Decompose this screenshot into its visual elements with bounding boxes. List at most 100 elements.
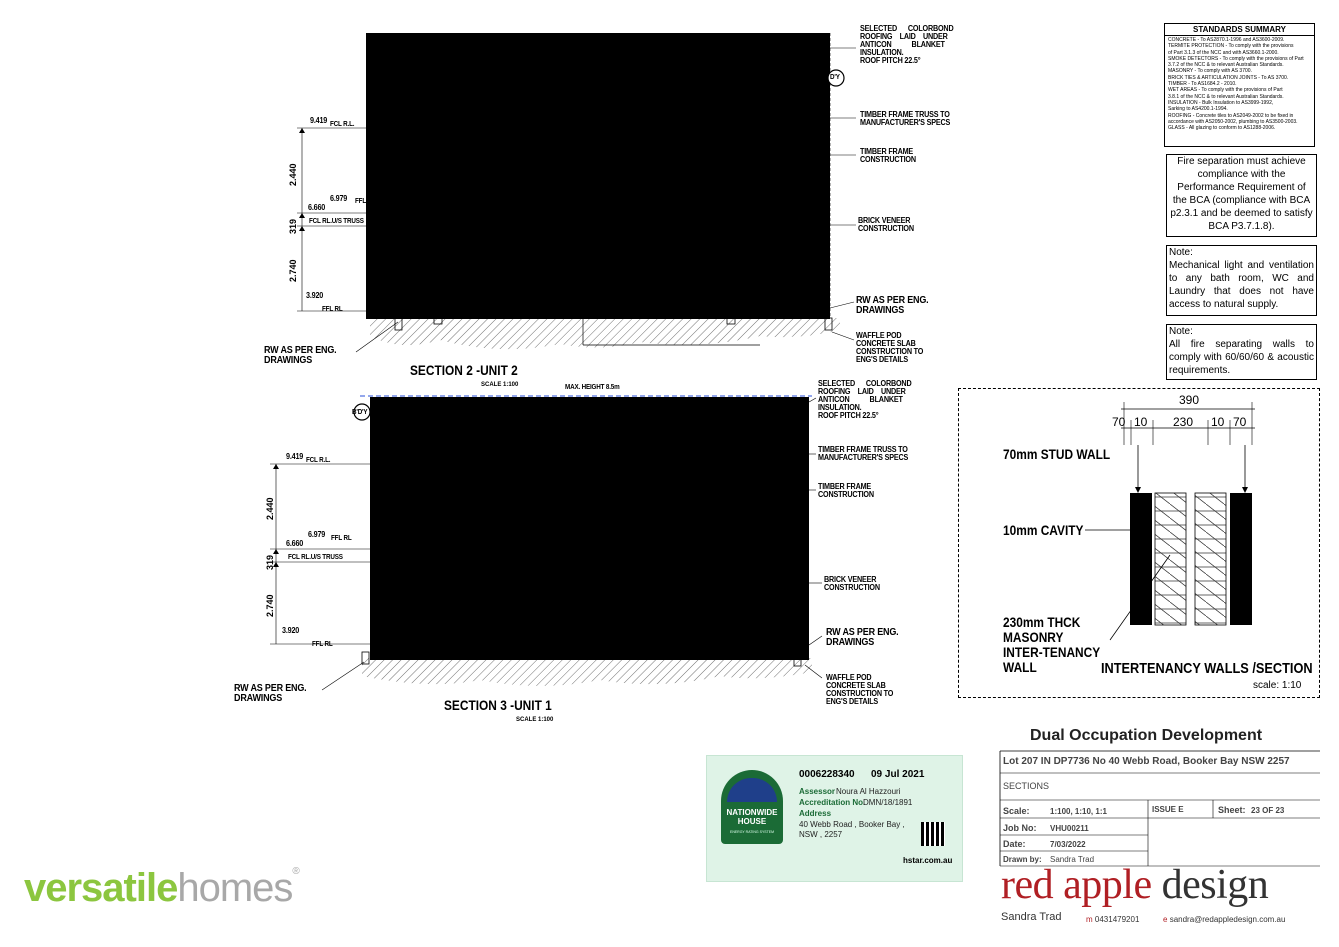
s3-brick-callout: BRICK VENEER CONSTRUCTION [824, 575, 880, 592]
s3-truss-value: 6.660 [286, 539, 304, 548]
s3-ffl-value: 3.920 [282, 626, 300, 635]
dim-70-right: 70 [1233, 415, 1247, 429]
sheet-label: Sheet: [1218, 805, 1246, 815]
s3-max-height: MAX. HEIGHT 8.5m [565, 384, 620, 391]
s3-fcl-value: 9.419 [286, 452, 304, 461]
s2-brick-callout: BRICK VENEER CONSTRUCTION [858, 216, 914, 233]
standards-line: TIMBER - To AS1684.2 - 2010. [1168, 81, 1237, 88]
walls-note-title: Note: [1169, 326, 1193, 337]
standards-line: Sarking to AS4200.1-1994. [1168, 106, 1228, 113]
standards-line: 3.7.2 of the NCC & to relevant Australia… [1168, 62, 1284, 69]
scale-label: Scale: [1003, 806, 1030, 816]
logo-registered-mark: ® [292, 866, 299, 877]
s3-ffl-upper-value: 6.979 [308, 530, 326, 539]
red-apple-design-logo: red apple design [1001, 862, 1269, 908]
cert-number: 0006228340 [799, 769, 855, 780]
logo-homes: homes [177, 866, 293, 910]
standards-line: of Part 3.1.3 of the NCC and with AS3660… [1168, 49, 1279, 56]
intertenancy-title: INTERTENANCY WALLS /SECTION [1101, 660, 1313, 677]
s3-frame-callout: TIMBER FRAME CONSTRUCTION [818, 482, 874, 499]
s3-rw-left-callout: RW AS PER ENG. DRAWINGS [234, 683, 307, 704]
s3-ffl-label: FFL RL [312, 641, 333, 648]
s2-ffl-label: FFL RL [322, 306, 343, 313]
s2-fcl-value: 9.419 [310, 116, 328, 125]
dim-total: 390 [1179, 393, 1200, 407]
fire-walls-note: Note: All fire separating walls to compl… [1166, 324, 1317, 380]
s2-dim-mid: 319 [288, 218, 298, 234]
s2-truss-callout: TIMBER FRAME TRUSS TO MANUFACTURER'S SPE… [860, 110, 951, 127]
fire-note-text: Fire separation must achieve compliance … [1170, 156, 1313, 232]
accreditation-label: Accreditation No. [799, 798, 866, 807]
email-value: sandra@redappledesign.com.au [1169, 915, 1286, 924]
dim-70-left: 70 [1112, 415, 1126, 429]
s3-truss-label: FCL RL.U/S TRUSS [288, 554, 343, 561]
walls-note-text: All fire separating walls to comply with… [1169, 339, 1314, 376]
job-value: VHU00211 [1050, 824, 1089, 833]
s2-ffl-upper-value: 6.979 [330, 194, 348, 203]
section-3-redacted-block [370, 397, 809, 660]
section-3-scale: SCALE 1:100 [516, 717, 554, 723]
phone-value: 0431479201 [1094, 915, 1140, 924]
project-title: Dual Occupation Development [1030, 727, 1263, 744]
s3-dim-upper: 2.440 [265, 497, 275, 520]
address-value: 40 Webb Road , Booker Bay , NSW , 2257 [799, 820, 905, 839]
badge-star-arc [727, 778, 777, 802]
fire-separation-note: Fire separation must achieve compliance … [1166, 154, 1317, 237]
issue-value: ISSUE E [1152, 805, 1184, 814]
s3-roofing-callout: SELECTED COLORBOND ROOFING LAID UNDER AN… [818, 379, 912, 420]
badge-sub: ENERGY RATING SYSTEM [729, 830, 775, 834]
dim-230: 230 [1173, 415, 1194, 429]
section-2-title: SECTION 2 -UNIT 2 [410, 362, 518, 378]
s3-truss-callout: TIMBER FRAME TRUSS TO MANUFACTURER'S SPE… [818, 445, 909, 462]
s2-roofing-callout: SELECTED COLORBOND ROOFING LAID UNDER AN… [860, 24, 954, 65]
s2-ffl-upper-label: FFL [355, 198, 367, 205]
standards-line: 3.8.1 of the NCC & to relevant Australia… [1168, 93, 1284, 100]
s3-dim-mid: 319 [265, 554, 275, 570]
s3-rw-right-callout: RW AS PER ENG. DRAWINGS [826, 627, 899, 648]
s2-truss-label: FCL RL.U/S TRUSS [309, 218, 364, 225]
standards-line: accordance with AS2050-2002, plumbing to… [1168, 118, 1298, 125]
drawn-value: Sandra Trad [1050, 855, 1095, 864]
section-3-title: SECTION 3 -UNIT 1 [444, 697, 552, 713]
sheet-name: SECTIONS [1003, 781, 1050, 791]
standards-line: TERMITE PROTECTION - To comply with the … [1168, 43, 1294, 50]
s2-rw-right-callout: RW AS PER ENG. DRAWINGS [856, 295, 929, 316]
logo-design: design [1151, 862, 1269, 908]
section-2-scale: SCALE 1:100 [481, 382, 519, 388]
s3-waffle-callout: WAFFLE POD CONCRETE SLAB CONSTRUCTION TO… [826, 673, 894, 706]
job-label: Job No: [1003, 823, 1037, 833]
standards-line: SMOKE DETECTORS - To comply with the pro… [1168, 55, 1304, 62]
assessor-label: Assessor [799, 787, 836, 796]
designer-phone: m 0431479201 [1086, 915, 1139, 924]
standards-line: INSULATION - Bulk Insulation to AS3999-1… [1168, 99, 1274, 106]
s2-fcl-label: FCL R.L. [330, 121, 355, 128]
badge-name: NATIONWIDE HOUSE [726, 808, 778, 826]
scale-value: 1:100, 1:10, 1:1 [1050, 807, 1107, 816]
intertenancy-scale: scale: 1:10 [1253, 680, 1302, 691]
cert-website: hstar.com.au [903, 856, 953, 865]
cert-date: 09 Jul 2021 [871, 769, 925, 780]
s2-rw-left-callout: RW AS PER ENG. DRAWINGS [264, 345, 337, 366]
standards-line: CONCRETE - To AS2870.1-1996 and AS3600-2… [1168, 37, 1285, 43]
phone-prefix: m [1086, 915, 1093, 924]
designer-name: Sandra Trad [1001, 911, 1062, 923]
s2-truss-value: 6.660 [308, 203, 326, 212]
assessor-value: Noura Al Hazzouri [836, 787, 901, 796]
stud-wall-label: 70mm STUD WALL [1003, 446, 1111, 462]
s2-boundary-tag: D'Y [830, 74, 840, 81]
s3-boundary-tag: B'D'Y [352, 409, 368, 416]
standards-line: BRICK TIES & ARTICULATION JOINTS - To AS… [1168, 74, 1289, 81]
energy-certificate-stamp: NATIONWIDE HOUSE ENERGY RATING SYSTEM 00… [706, 755, 963, 882]
mech-note-title: Note: [1169, 247, 1193, 258]
s2-frame-callout: TIMBER FRAME CONSTRUCTION [860, 147, 916, 164]
standards-list: CONCRETE - To AS2870.1-1996 and AS3600-2… [1165, 36, 1314, 132]
cavity-label: 10mm CAVITY [1003, 522, 1084, 538]
logo-versatile: versatile [24, 866, 178, 910]
s2-waffle-callout: WAFFLE POD CONCRETE SLAB CONSTRUCTION TO… [856, 331, 924, 364]
qr-code-icon [921, 822, 945, 846]
mech-note-text: Mechanical light and ventilation to any … [1169, 260, 1314, 310]
drawn-label: Drawn by: [1003, 855, 1042, 864]
mechanical-note: Note: Mechanical light and ventilation t… [1166, 245, 1317, 316]
address-label: Address [799, 809, 832, 818]
